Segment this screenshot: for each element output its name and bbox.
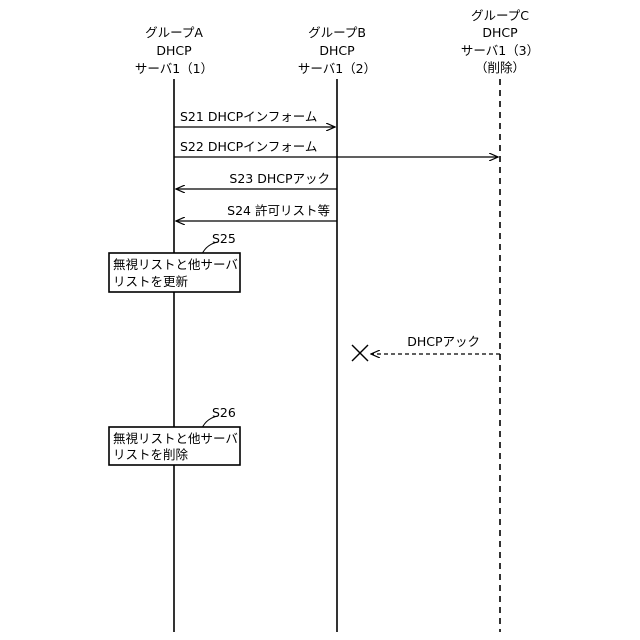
participant-a-header: グループA DHCP サーバ1（1） [135,25,213,76]
step-s26-line-2: リストを削除 [113,447,189,462]
step-s25-line-1: 無視リストと他サーバ [113,257,238,272]
participant-c-header: グループC DHCP サーバ1（3） （削除） [461,8,539,75]
participant-b-line-3: サーバ1（2） [298,61,376,76]
participant-c-line-4: （削除） [475,60,525,75]
step-s25-line-2: リストを更新 [113,274,188,289]
participant-a-line-1: グループA [145,25,203,40]
blocked-cross-icon [352,345,368,361]
message-s24: S24 許可リスト等 [176,203,337,221]
step-s26-tag: S26 [212,405,236,420]
message-s23-label: S23 DHCPアック [229,171,330,186]
participant-a-line-3: サーバ1（1） [135,61,213,76]
participant-a-line-2: DHCP [156,43,192,58]
participant-b-line-1: グループB [308,25,366,40]
message-s22-label: S22 DHCPインフォーム [180,139,317,154]
participant-c-line-2: DHCP [482,25,518,40]
participant-c-line-1: グループC [471,8,529,23]
message-blocked-ack-label: DHCPアック [407,334,480,349]
message-blocked-ack: DHCPアック [352,334,500,361]
message-s22: S22 DHCPインフォーム [174,139,498,157]
message-s24-label: S24 許可リスト等 [227,203,330,218]
message-s21-label: S21 DHCPインフォーム [180,109,317,124]
step-s25-tag: S25 [212,231,236,246]
message-s21: S21 DHCPインフォーム [174,109,335,127]
participant-c-line-3: サーバ1（3） [461,43,539,58]
participant-b-line-2: DHCP [319,43,355,58]
step-s26-line-1: 無視リストと他サーバ [113,431,238,446]
participant-b-header: グループB DHCP サーバ1（2） [298,25,376,76]
message-s23: S23 DHCPアック [176,171,337,189]
